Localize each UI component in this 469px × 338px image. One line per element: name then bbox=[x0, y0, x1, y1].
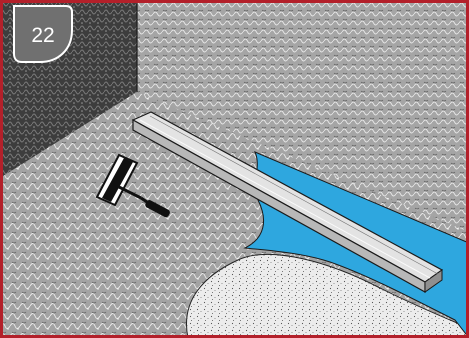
step-badge: 22 bbox=[13, 5, 73, 63]
screed-area bbox=[186, 253, 469, 338]
paint-roller-icon bbox=[95, 153, 170, 218]
shower-channel bbox=[131, 111, 444, 294]
step-badge-icon bbox=[13, 5, 73, 63]
step-number: 22 bbox=[31, 24, 54, 47]
